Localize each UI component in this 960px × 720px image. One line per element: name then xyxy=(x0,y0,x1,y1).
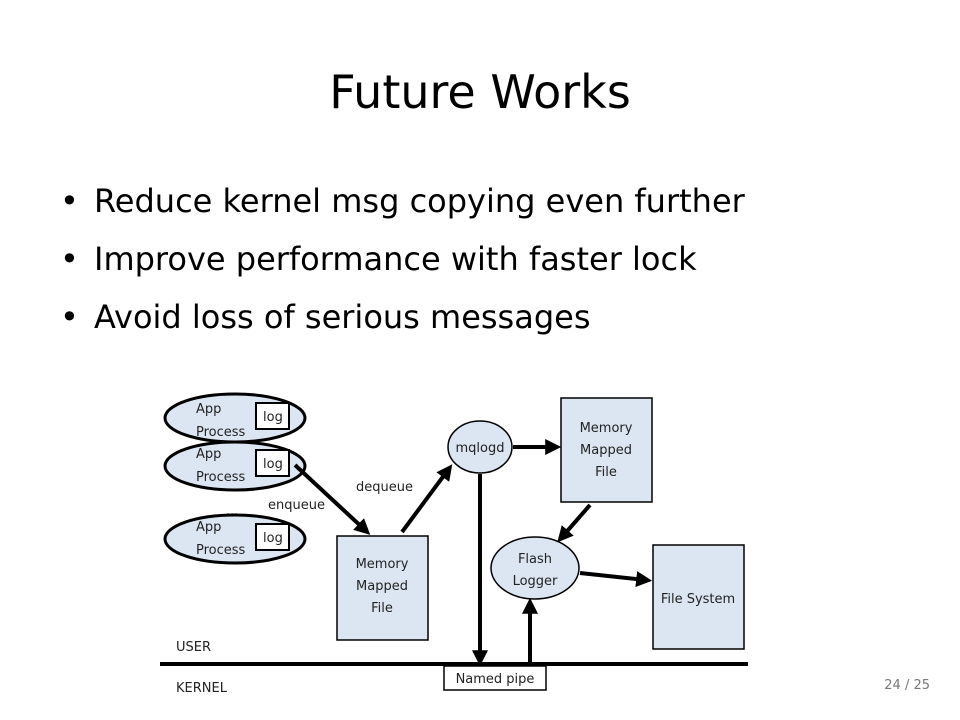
named-pipe-node: Named pipe xyxy=(443,665,547,691)
mmf-to-flash-logger-arrow xyxy=(557,503,592,543)
flash-logger-label: Flash xyxy=(518,552,552,567)
app-process-1: App Process log xyxy=(163,392,307,444)
app-process-3: App Process log xyxy=(163,513,307,565)
memory-mapped-file-left: Memory Mapped File xyxy=(336,535,429,641)
app-process-label: Process xyxy=(196,425,246,440)
flash-logger-to-filesystem-arrow xyxy=(579,571,653,588)
dequeue-arrow xyxy=(400,464,453,534)
flash-logger-node: Flash Logger xyxy=(490,536,580,600)
bullet-item: • Improve performance with faster lock xyxy=(60,230,745,288)
mqlogd-label: mqlogd xyxy=(456,441,505,456)
user-label: USER xyxy=(176,640,211,655)
log-label: log xyxy=(263,457,283,472)
app-process-label: Process xyxy=(196,470,246,485)
enqueue-label: enqueue xyxy=(268,498,325,513)
mmf-label: Memory xyxy=(580,421,633,436)
bullet-text: Improve performance with faster lock xyxy=(94,240,697,278)
mmf-label: Memory xyxy=(356,557,409,572)
file-system-label: File System xyxy=(661,592,735,607)
bullet-text: Reduce kernel msg copying even further xyxy=(94,182,745,220)
mmf-label: File xyxy=(595,465,617,480)
app-process-2: App Process log xyxy=(163,440,307,492)
log-label: log xyxy=(263,410,283,425)
file-system-node: File System xyxy=(652,544,745,650)
kernel-label: KERNEL xyxy=(176,681,228,696)
named-pipe-label: Named pipe xyxy=(456,672,535,687)
enqueue-arrow xyxy=(293,463,371,535)
flash-logger-label: Logger xyxy=(513,574,558,589)
mqlogd-node: mqlogd xyxy=(447,420,513,474)
bullet-dot-icon: • xyxy=(60,298,79,336)
mmf-label: File xyxy=(371,601,393,616)
slide-title: Future Works xyxy=(329,65,631,119)
bullet-text: Avoid loss of serious messages xyxy=(94,298,591,336)
page-number: 24 / 25 xyxy=(884,678,930,693)
bullet-item: • Avoid loss of serious messages xyxy=(60,288,745,346)
memory-mapped-file-right: Memory Mapped File xyxy=(560,397,653,503)
bullet-dot-icon: • xyxy=(60,182,79,220)
app-process-label: Process xyxy=(196,543,246,558)
bullet-item: • Reduce kernel msg copying even further xyxy=(60,172,745,230)
mmf-label: Mapped xyxy=(356,579,408,594)
app-process-label: App xyxy=(196,447,221,462)
app-process-label: App xyxy=(196,402,221,417)
log-label: log xyxy=(263,531,283,546)
dequeue-label: dequeue xyxy=(356,480,413,495)
bullet-list: •Reduce kernel msg copying even further … xyxy=(60,172,745,346)
app-process-label: App xyxy=(196,520,221,535)
mmf-label: Mapped xyxy=(580,443,632,458)
bullet-dot-icon: • xyxy=(60,240,79,278)
